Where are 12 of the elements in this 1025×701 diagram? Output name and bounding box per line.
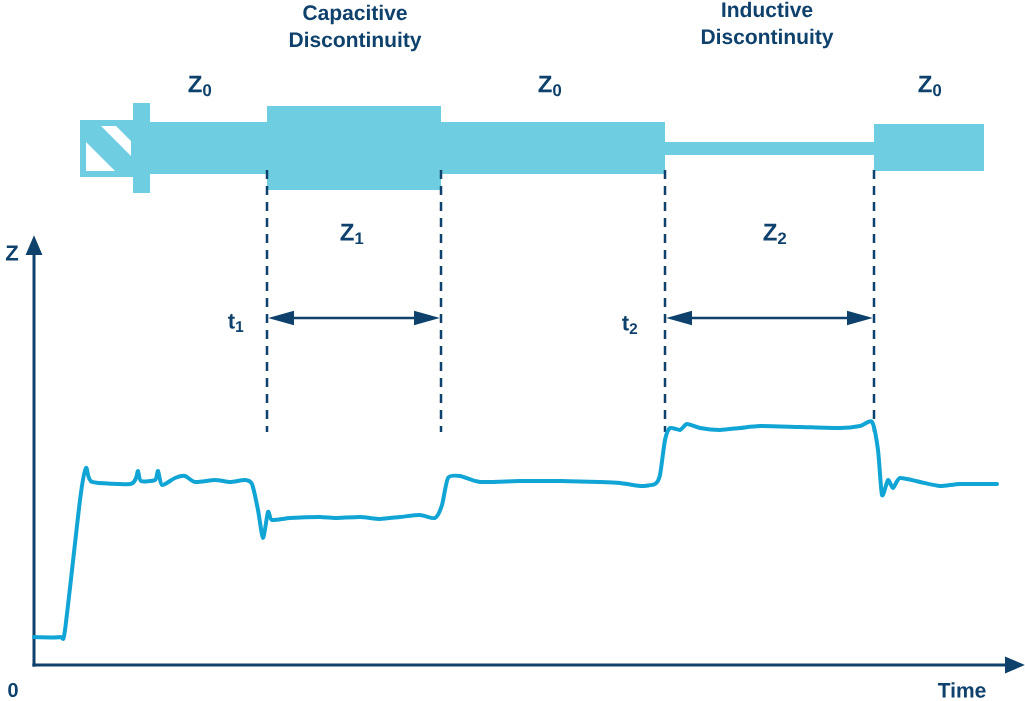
impedance-label: Z$_{0}$ — [918, 75, 942, 97]
time-label: t$_{2}$ — [622, 316, 638, 334]
impedance-label: Z$_{0}$ — [188, 75, 212, 97]
impedance-label: Z$_{2}$ — [763, 223, 787, 245]
time-label: t$_{1}$ — [228, 314, 244, 332]
axis-label: 0 — [8, 682, 18, 698]
axis-label: Z — [5, 245, 19, 261]
axis-label: Time — [937, 682, 986, 698]
impedance-label: Z$_{0}$ — [538, 75, 562, 97]
impedance-label: Z$_{1}$ — [340, 223, 364, 245]
heading: Inductive Discontinuity — [701, 1, 834, 49]
heading: Capacitive Discontinuity — [289, 4, 422, 52]
